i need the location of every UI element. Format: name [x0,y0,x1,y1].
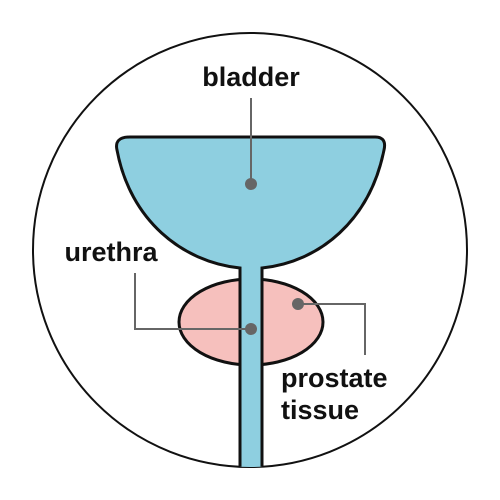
prostate-leader-dot [292,298,304,310]
bladder-neck [241,262,261,278]
urethra-tube [238,270,264,467]
bladder-label: bladder [202,62,300,92]
urethra-leader-dot [245,323,257,335]
bladder-leader-dot [245,178,257,190]
urethra-label: urethra [64,237,158,267]
urethra-leader-line [134,273,251,330]
prostate-label-line1: prostate [281,363,388,393]
prostate-leader-line [298,303,366,355]
prostate-label-line2: tissue [281,395,359,425]
